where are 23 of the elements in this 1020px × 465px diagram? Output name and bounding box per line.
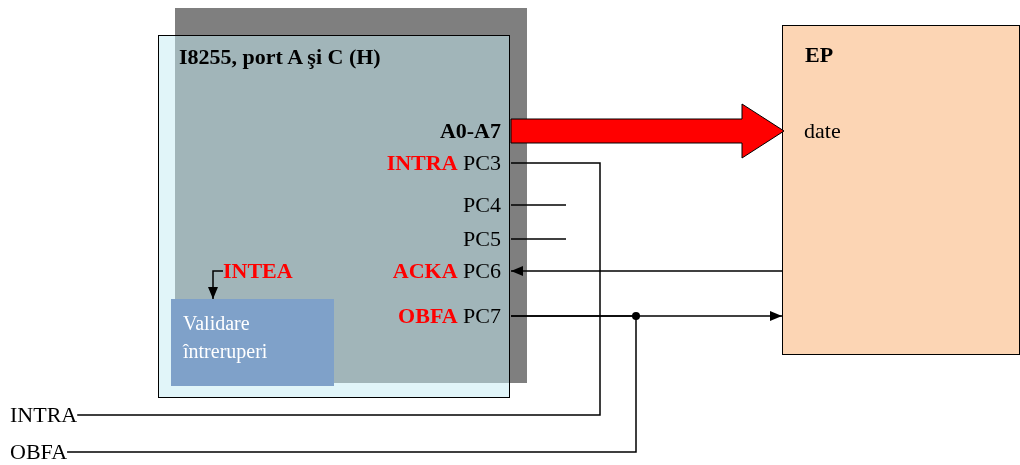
port-label: date	[784, 116, 841, 146]
signal-label: INTRA	[8, 400, 78, 430]
connector-line	[66, 315, 637, 453]
connector-line	[76, 162, 601, 416]
box-title: EP	[805, 42, 834, 68]
stub-line	[510, 238, 567, 240]
arrow	[510, 266, 783, 276]
pin-label: ACKA PC6	[301, 256, 511, 286]
arrow	[208, 270, 224, 300]
box-title: I8255, port A şi C (H)	[179, 44, 381, 70]
block-arrow	[510, 103, 785, 159]
chip-box	[158, 35, 510, 398]
stub-line	[510, 204, 567, 206]
interrupt-enable-box	[171, 299, 334, 386]
device-box	[782, 25, 1020, 355]
pin-label: PC4	[381, 190, 511, 220]
flag-label: INTEA	[223, 256, 303, 286]
pin-label: OBFA PC7	[301, 301, 511, 331]
signal-label: OBFA	[8, 437, 68, 465]
pin-label: INTRA PC3	[301, 148, 511, 178]
pin-label: A0-A7	[381, 116, 511, 146]
box-text: Validare întreruperi	[183, 311, 269, 365]
pin-label: PC5	[381, 224, 511, 254]
